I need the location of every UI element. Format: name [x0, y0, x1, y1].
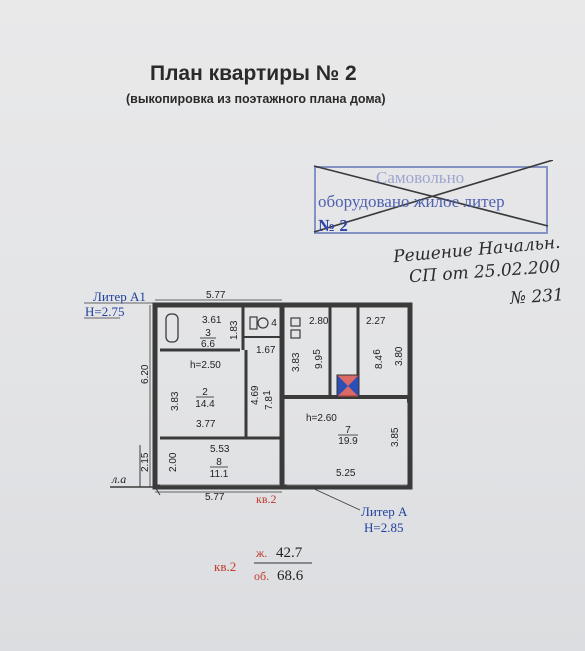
- dim-r5-w: 2.80: [309, 316, 329, 327]
- dim-left-total: 6.20: [140, 364, 151, 384]
- room-2-no: 2: [202, 387, 208, 398]
- dim-corr-h: 4.69: [250, 385, 261, 405]
- stove-icon: [290, 317, 301, 327]
- dim-corr-w: 1.67: [256, 345, 276, 356]
- room-1-area: 7.8: [264, 396, 275, 410]
- liter-a1-height: Н=2.75: [85, 304, 124, 319]
- room-8-no: 8: [216, 457, 222, 468]
- summary-living: 42.7: [276, 545, 303, 561]
- dim-r3-h: 1.83: [229, 320, 240, 340]
- dim-r5-h: 3.83: [291, 352, 302, 372]
- summary-living-label: ж.: [255, 546, 267, 560]
- room-1-no: 1: [262, 390, 273, 396]
- dim-top: 5.77: [206, 290, 226, 301]
- room-7-area: 19.9: [338, 436, 358, 447]
- room-3-no: 3: [205, 328, 211, 339]
- height-a1: h=2.50: [190, 360, 221, 371]
- veranda-label: л.а: [111, 472, 126, 486]
- liter-a1-label: Литер А1: [93, 289, 146, 304]
- stamp-frame: [314, 166, 548, 234]
- room-3-area: 6.6: [201, 339, 215, 350]
- dim-r7-h: 3.85: [390, 427, 401, 447]
- dim-left-lower: 2.15: [140, 452, 151, 472]
- liter-a-label: Литер А: [361, 504, 408, 519]
- room-7-no: 7: [345, 425, 351, 436]
- room-5-area: 9.9: [314, 355, 325, 369]
- summary-total-label: об.: [254, 569, 269, 583]
- room-6-area: 8.4: [374, 355, 385, 369]
- dim-r6-h: 3.80: [394, 346, 405, 366]
- page-subtitle: (выкопировка из поэтажного плана дома): [126, 92, 386, 106]
- dim-bottom: 5.77: [205, 492, 225, 503]
- wall-extension: [355, 302, 413, 403]
- apartment-mark: кв.2: [256, 492, 277, 506]
- room-2-area: 14.4: [195, 399, 215, 410]
- dim-r8-h: 2.00: [168, 452, 179, 472]
- dim-r2-w: 3.77: [196, 419, 216, 430]
- dim-r6-w: 2.27: [366, 316, 386, 327]
- heater-icon: [336, 374, 360, 398]
- dim-r8-w: 5.53: [210, 444, 230, 455]
- room-4-no: 4: [271, 318, 277, 329]
- height-a: h=2.60: [306, 413, 337, 424]
- dim-r7-w: 5.25: [336, 468, 356, 479]
- room-5-no: 5: [312, 349, 323, 355]
- stamp-line2: оборудовано жилое литер: [318, 192, 505, 211]
- room-8-area: 11.1: [210, 469, 229, 480]
- bathtub-icon: [165, 313, 179, 343]
- stamp-number: № 2: [318, 216, 348, 235]
- stamp: Самовольно оборудовано жилое литер № 2: [308, 160, 553, 238]
- page-title: План квартиры № 2: [150, 62, 357, 85]
- room-6-no: 6: [372, 349, 383, 355]
- dim-r3-w: 3.61: [202, 315, 222, 326]
- dim-r2-h: 3.83: [170, 391, 181, 411]
- stamp-cross: [313, 160, 553, 233]
- summary-total: 68.6: [277, 568, 304, 584]
- liter-a-height: Н=2.85: [364, 520, 403, 535]
- summary-kv: кв.2: [214, 559, 236, 574]
- stamp-line1: Самовольно: [376, 168, 465, 187]
- toilet-icon: [249, 316, 258, 330]
